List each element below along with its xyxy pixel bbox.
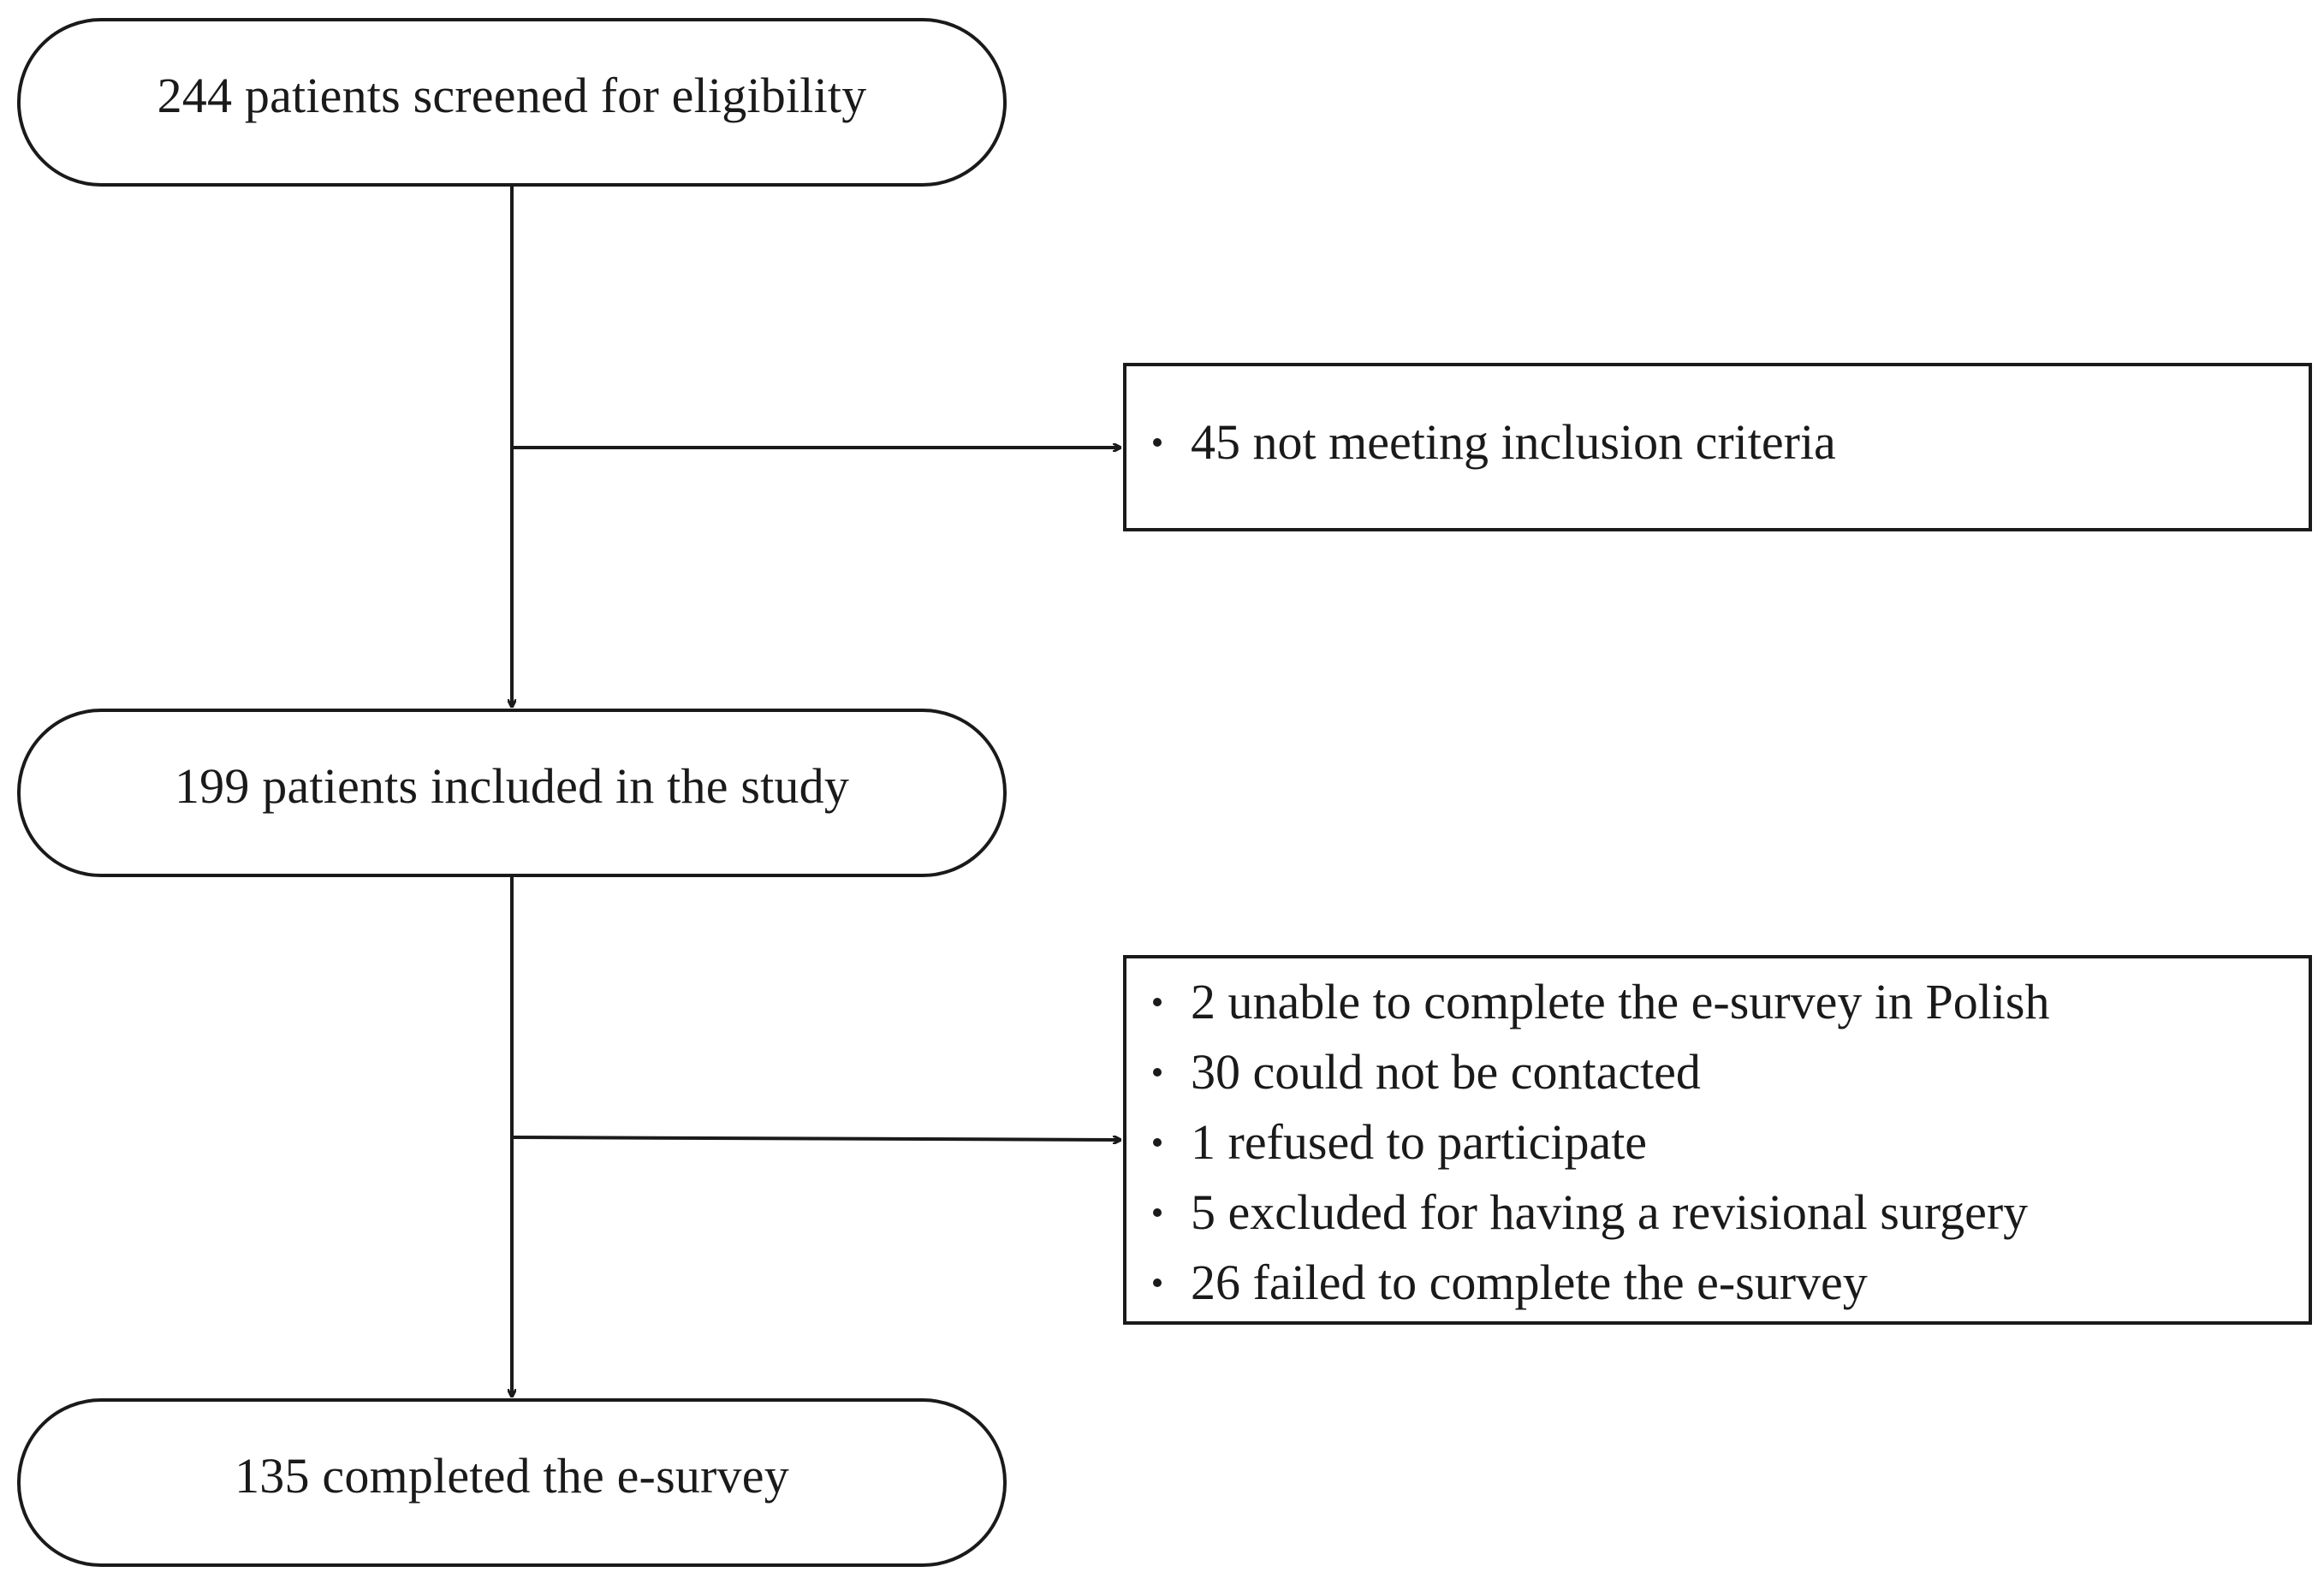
node-screened: 244 patients screened for eligibility xyxy=(17,18,1007,187)
node-screened-label: 244 patients screened for eligibility xyxy=(157,68,867,123)
exclusion-item: 45 not meeting inclusion criteria xyxy=(1191,366,2309,518)
node-completed: 135 completed the e-survey xyxy=(17,1398,1007,1567)
exclusion-box-screening: 45 not meeting inclusion criteria xyxy=(1123,363,2312,531)
exclusion-item: 1 refused to participate xyxy=(1191,1107,2309,1178)
node-included-label: 199 patients included in the study xyxy=(174,758,850,814)
connector-to-exclusion-2 xyxy=(511,1137,1120,1140)
exclusion-item: 5 excluded for having a revisional surge… xyxy=(1191,1178,2309,1248)
exclusion-item: 2 unable to complete the e-survey in Pol… xyxy=(1191,967,2309,1037)
node-completed-label: 135 completed the e-survey xyxy=(235,1448,789,1504)
exclusion-box-followup: 2 unable to complete the e-survey in Pol… xyxy=(1123,955,2312,1325)
exclusion-item: 30 could not be contacted xyxy=(1191,1037,2309,1107)
node-included: 199 patients included in the study xyxy=(17,709,1007,877)
exclusion-list-followup: 2 unable to complete the e-survey in Pol… xyxy=(1191,967,2309,1318)
exclusion-list-screening: 45 not meeting inclusion criteria xyxy=(1191,366,2309,518)
exclusion-item: 26 failed to complete the e-survey xyxy=(1191,1248,2309,1318)
